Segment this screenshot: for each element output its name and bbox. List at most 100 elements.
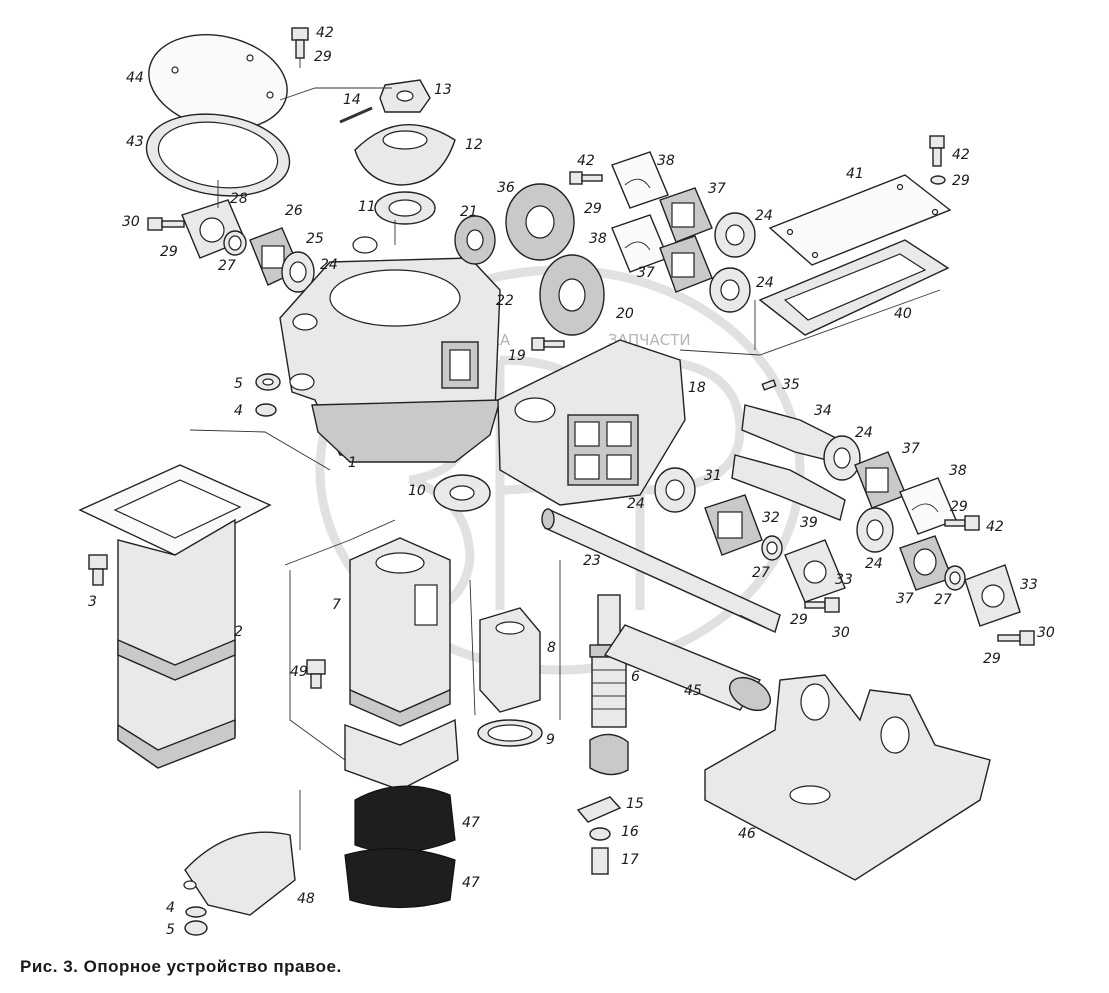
callout-9: 9 xyxy=(546,732,555,748)
part-42-bolt-mid xyxy=(569,171,603,185)
callout-5: 5 xyxy=(234,376,243,392)
part-32-seal xyxy=(761,535,783,561)
callout-47-a: 47 xyxy=(462,815,480,831)
callout-33-a: 33 xyxy=(835,572,853,588)
callout-46: 46 xyxy=(738,826,756,842)
part-6-spindle xyxy=(589,594,629,776)
part-7-square-column xyxy=(344,537,459,791)
part-15-plate xyxy=(576,796,622,823)
callout-13: 13 xyxy=(434,82,452,98)
part-4-washer xyxy=(255,403,277,417)
callout-37-b: 37 xyxy=(637,265,655,281)
callout-12: 12 xyxy=(465,137,483,153)
callout-15: 15 xyxy=(626,796,644,812)
callout-19: 19 xyxy=(508,348,526,364)
callout-33-b: 33 xyxy=(1020,577,1038,593)
part-24-bearing-d xyxy=(856,507,894,553)
callout-3: 3 xyxy=(88,594,97,610)
callout-28: 28 xyxy=(230,191,248,207)
part-14-pin xyxy=(339,106,373,124)
callout-30: 30 xyxy=(122,214,140,230)
callout-29-right: 29 xyxy=(952,173,970,189)
part-38-cover-a xyxy=(611,151,669,209)
callout-29-d: 29 xyxy=(790,612,808,628)
part-12-cap xyxy=(354,124,456,186)
part-9-ring xyxy=(477,719,543,747)
callout-30-b: 30 xyxy=(1037,625,1055,641)
callout-17: 17 xyxy=(621,852,639,868)
callout-24-a: 24 xyxy=(755,208,773,224)
part-33-flange-b xyxy=(964,564,1021,627)
callout-42-c: 42 xyxy=(986,519,1004,535)
part-37-gasket-a xyxy=(659,187,713,243)
part-24-bearing-a xyxy=(714,212,756,258)
callout-22: 22 xyxy=(496,293,514,309)
callout-4-bottom: 4 xyxy=(166,900,175,916)
callout-11: 11 xyxy=(358,199,376,215)
callout-34: 34 xyxy=(814,403,832,419)
callout-38-c: 38 xyxy=(949,463,967,479)
callout-42-mid: 42 xyxy=(577,153,595,169)
part-22-gear xyxy=(539,254,605,336)
callout-40: 40 xyxy=(894,306,912,322)
callout-20: 20 xyxy=(616,306,634,322)
callout-29-left: 29 xyxy=(160,244,178,260)
callout-45: 45 xyxy=(684,683,702,699)
callout-38-b: 38 xyxy=(589,231,607,247)
part-30-bolt-b xyxy=(997,630,1035,646)
part-41-plate xyxy=(768,174,952,266)
callout-30-a: 30 xyxy=(832,625,850,641)
callout-27-mid: 27 xyxy=(752,565,770,581)
callout-35: 35 xyxy=(782,377,800,393)
part-30-bolt-a xyxy=(804,597,840,613)
callout-37-d: 37 xyxy=(896,591,914,607)
part-24-bearing-e xyxy=(654,467,696,513)
callout-8: 8 xyxy=(547,640,556,656)
callout-48: 48 xyxy=(297,891,315,907)
part-38-cover-b xyxy=(611,214,669,273)
callout-47-b: 47 xyxy=(462,875,480,891)
part-42-bolt-right xyxy=(944,515,980,531)
part-47-clamp-a xyxy=(354,785,456,853)
part-37-gasket-c xyxy=(854,451,907,509)
callout-42: 42 xyxy=(316,25,334,41)
part-24-bearing-b xyxy=(709,267,751,313)
part-31-cup xyxy=(704,494,763,556)
callout-26: 26 xyxy=(285,203,303,219)
callout-6: 6 xyxy=(631,669,640,685)
part-1-main-housing xyxy=(279,236,501,463)
callout-29-e: 29 xyxy=(983,651,1001,667)
callout-27: 27 xyxy=(218,258,236,274)
part-30-bolt-left xyxy=(147,217,185,231)
part-5-nut xyxy=(255,373,281,391)
callout-39: 39 xyxy=(800,515,818,531)
part-3-bolt xyxy=(88,554,108,586)
part-49-bolt xyxy=(306,659,326,689)
part-39-shaft xyxy=(731,454,846,521)
part-16-washer xyxy=(589,827,611,841)
callout-5-bottom: 5 xyxy=(166,922,175,938)
part-42-bolt-right-top xyxy=(929,135,946,185)
part-47-clamp-b xyxy=(344,847,456,909)
part-21-gear xyxy=(454,215,496,265)
callout-10: 10 xyxy=(408,483,426,499)
callout-31: 31 xyxy=(704,468,722,484)
part-33-flange-a xyxy=(784,539,846,603)
part-36-gear xyxy=(505,183,575,261)
callout-24-left: 24 xyxy=(320,257,338,273)
callout-16: 16 xyxy=(621,824,639,840)
callouts: 42 29 44 43 14 13 12 11 28 30 29 27 26 2… xyxy=(88,25,1055,938)
part-45-tube xyxy=(603,624,771,712)
leader-lines xyxy=(189,58,941,850)
part-4-washer-bottom xyxy=(185,906,207,918)
callout-37-c: 37 xyxy=(902,441,920,457)
part-27-seal xyxy=(223,230,247,256)
callout-25: 25 xyxy=(306,231,324,247)
part-37-gasket-d xyxy=(899,535,953,591)
part-42-bolt-top xyxy=(291,27,309,59)
callout-32: 32 xyxy=(762,510,780,526)
callout-44: 44 xyxy=(126,70,144,86)
part-46-base xyxy=(704,674,991,881)
part-13-castle-nut xyxy=(379,79,431,113)
